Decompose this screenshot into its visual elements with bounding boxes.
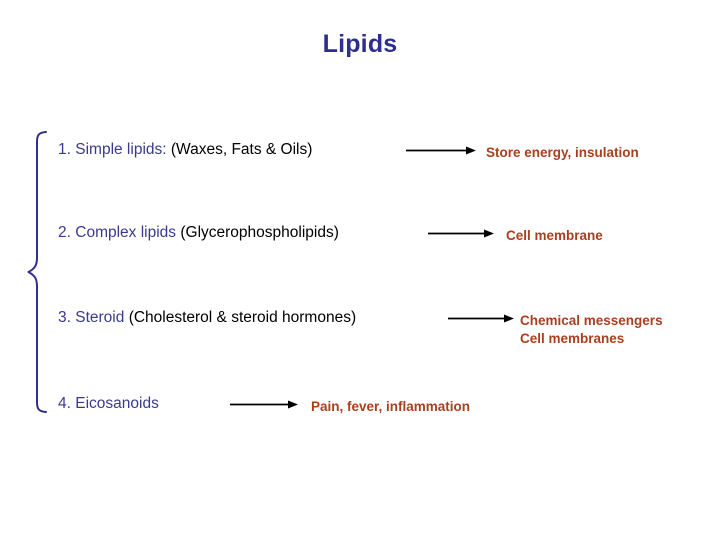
lipid-item-3-arrow [448, 313, 514, 324]
lipid-item-4-function-line-1: Pain, fever, inflammation [311, 399, 471, 414]
lipid-item-2-label: 2. Complex lipids (Glycerophospholipids) [58, 224, 339, 242]
lipid-item-3-label: 3. Steroid (Cholesterol & steroid hormon… [58, 309, 356, 327]
right-arrow-icon [230, 400, 298, 409]
lipid-item-4-function: Pain, fever, inflammation [311, 398, 470, 416]
lipid-item-1-function-line-1: Store energy, insulation [486, 145, 639, 160]
lipid-item-2-category: Complex lipids [75, 224, 177, 241]
lipid-item-2-number: 2. [58, 224, 71, 241]
page-title: Lipids [322, 30, 398, 58]
lipid-item-2-function: Cell membrane [506, 227, 603, 245]
lipid-item-4-number: 4. [58, 395, 71, 412]
lipid-item-1-function: Store energy, insulation [486, 144, 639, 162]
lipid-item-4-arrow [230, 399, 298, 410]
lipid-item-3-function-line-2: Cell membranes [520, 331, 625, 346]
left-curly-brace [26, 130, 52, 414]
lipid-item-1-arrow [406, 145, 476, 156]
lipid-item-2-detail: (Glycerophospholipids) [180, 224, 339, 241]
right-arrow-icon [448, 314, 514, 323]
lipid-item-1-category: Simple lipids: [75, 141, 167, 158]
lipid-item-3-number: 3. [58, 309, 71, 326]
lipid-item-1-label: 1. Simple lipids: (Waxes, Fats & Oils) [58, 141, 312, 159]
lipid-item-1-detail: (Waxes, Fats & Oils) [170, 141, 313, 158]
right-arrow-icon [428, 229, 494, 238]
lipid-item-4-category: Eicosanoids [75, 395, 159, 412]
lipid-item-3-detail: (Cholesterol & steroid hormones) [128, 309, 357, 326]
lipid-item-2-function-line-1: Cell membrane [506, 228, 603, 243]
lipid-item-3-category: Steroid [75, 309, 125, 326]
lipid-item-3-function: Chemical messengers Cell membranes [520, 312, 663, 348]
lipid-item-3-function-line-1: Chemical messengers [520, 313, 663, 328]
lipid-item-2-arrow [428, 228, 494, 239]
lipid-item-1-number: 1. [58, 141, 71, 158]
right-arrow-icon [406, 146, 476, 155]
left-curly-brace-icon [27, 131, 47, 413]
lipid-item-4-label: 4. Eicosanoids [58, 395, 159, 413]
